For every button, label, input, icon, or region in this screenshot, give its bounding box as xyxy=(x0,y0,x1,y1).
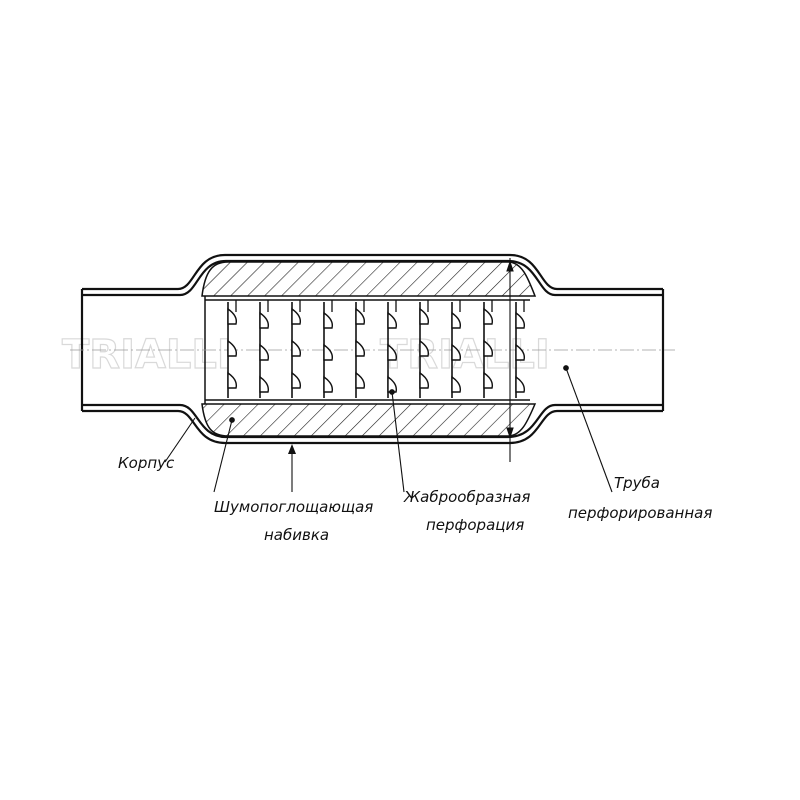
gill-element xyxy=(483,307,494,325)
leader-lines xyxy=(164,365,613,493)
gill-element xyxy=(483,371,494,389)
packing-fill xyxy=(201,261,537,437)
gill-perforation xyxy=(227,300,526,398)
gill-element xyxy=(227,339,238,357)
label-housing: Корпус xyxy=(118,454,175,472)
gill-element xyxy=(227,371,238,389)
gill-element xyxy=(419,339,430,357)
label-pipe-line1: Труба xyxy=(614,474,660,492)
gill-element xyxy=(259,311,270,329)
gill-element xyxy=(323,311,334,329)
gill-element xyxy=(451,375,462,393)
gill-element xyxy=(355,371,366,389)
housing xyxy=(80,253,665,445)
gill-element xyxy=(419,307,430,325)
gill-element xyxy=(515,343,526,361)
gill-element xyxy=(451,311,462,329)
gill-element xyxy=(323,375,334,393)
label-packing-line1: Шумопоглощающая xyxy=(214,498,373,516)
label-packing-line2: набивка xyxy=(264,526,329,544)
leader-packing xyxy=(213,417,235,493)
gill-element xyxy=(259,343,270,361)
dimension-mark xyxy=(506,258,514,462)
leader-housing xyxy=(164,417,196,463)
gill-element xyxy=(355,307,366,325)
gill-element xyxy=(291,371,302,389)
label-perforation-line1: Жаброобразная xyxy=(403,488,530,506)
watermark-left: TRIALLI xyxy=(62,332,232,378)
gill-element xyxy=(227,307,238,325)
leader-perforation xyxy=(389,389,405,493)
gill-element xyxy=(483,339,494,357)
packing-top xyxy=(201,261,537,297)
gill-element xyxy=(355,339,366,357)
gill-element xyxy=(387,375,398,393)
gill-element xyxy=(291,339,302,357)
gill-element xyxy=(387,311,398,329)
gill-element xyxy=(515,311,526,329)
gill-element xyxy=(515,375,526,393)
gill-element xyxy=(387,343,398,361)
gill-element xyxy=(419,371,430,389)
leader-pipe xyxy=(563,365,613,493)
label-perforation-line2: перфорация xyxy=(426,516,524,534)
gill-element xyxy=(323,343,334,361)
watermark-group: TRIALLI TRIALLI xyxy=(61,331,550,378)
gill-element xyxy=(451,343,462,361)
label-pipe-line2: перфорированная xyxy=(568,504,712,522)
packing-bottom xyxy=(201,403,537,437)
gill-element xyxy=(259,375,270,393)
packing-arrow-head xyxy=(288,444,296,454)
gill-element xyxy=(291,307,302,325)
